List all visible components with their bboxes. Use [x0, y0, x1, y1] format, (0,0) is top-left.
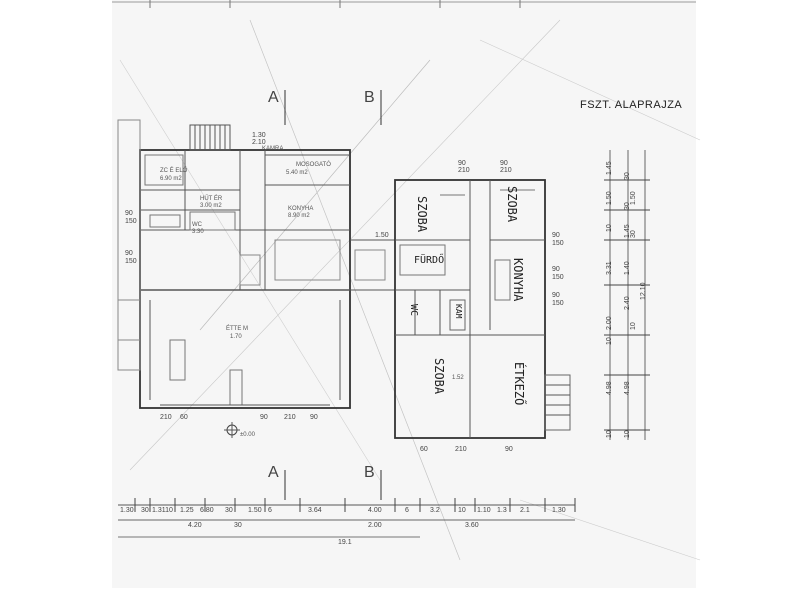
- bottom-dim: 4.20: [188, 522, 202, 529]
- room-label-eloszoba: ZC É ELŐ: [160, 168, 188, 174]
- right-dim: 2.00: [606, 316, 613, 330]
- right-dim: 10: [630, 322, 637, 330]
- interior-dim: 90: [125, 250, 133, 257]
- handwritten-furdo: FÜRDŐ: [414, 255, 445, 266]
- section-marker-b-bottom: B: [364, 464, 375, 481]
- interior-dim: 90: [125, 210, 133, 217]
- room-label-wc-left: WC: [192, 222, 202, 228]
- drawing-sheet: [112, 0, 696, 588]
- handwritten-wc: WC: [408, 304, 419, 317]
- right-dim: 1.40: [624, 261, 631, 275]
- interior-dim: 1.50: [375, 232, 389, 239]
- bottom-dim: 30: [141, 507, 149, 514]
- bottom-dim-total: 19.1: [338, 539, 352, 546]
- bottom-dim: 1.3: [497, 507, 507, 514]
- bottom-dim: 1.50: [248, 507, 262, 514]
- interior-dim: 90: [552, 232, 560, 239]
- right-dim: 2.40: [624, 296, 631, 310]
- room-label-etterem: ÉTTE M: [226, 326, 248, 332]
- room-area-konyha: 8.90 m2: [288, 213, 310, 219]
- interior-dim: 90: [505, 446, 513, 453]
- interior-dim: 150: [552, 300, 564, 307]
- room-label-huto: HŰT ÉR: [200, 196, 223, 202]
- interior-dim: 150: [125, 258, 137, 265]
- bottom-dim: 6.80: [200, 507, 214, 514]
- bottom-dim: 3.2: [430, 507, 440, 514]
- right-dim: 3.31: [606, 261, 613, 275]
- interior-dim: 90: [458, 160, 466, 167]
- interior-dim: 90: [552, 266, 560, 273]
- bottom-dim: 30: [225, 507, 233, 514]
- handwritten-etkezo: ÉTKEZŐ: [512, 362, 526, 406]
- room-label-konyha-printed: KONYHA: [288, 206, 314, 212]
- interior-dim: 1.30: [252, 132, 266, 139]
- handwritten-konyha: KONYHA: [511, 258, 525, 302]
- right-dim: 1.50: [606, 191, 613, 205]
- room-area-hall: 1.52: [452, 375, 464, 381]
- interior-dim: 90: [260, 414, 268, 421]
- right-dim: 1.50: [630, 191, 637, 205]
- interior-dim: 150: [125, 218, 137, 225]
- room-area-eloszoba: 6.90 m2: [160, 176, 182, 182]
- drawing-title: FSZT. ALAPRAJZA: [580, 99, 683, 111]
- handwritten-szoba-3: SZOBA: [432, 358, 446, 395]
- room-area-mosogato: 5.40 m2: [286, 170, 308, 176]
- bottom-dim: 10: [458, 507, 466, 514]
- interior-dim: 60: [420, 446, 428, 453]
- interior-dim: 210: [284, 414, 296, 421]
- room-area-etterem: 1.70: [230, 334, 242, 340]
- interior-dim: 150: [552, 240, 564, 247]
- bottom-dim: 1.10: [477, 507, 491, 514]
- interior-dim: 210: [455, 446, 467, 453]
- interior-dim: 210: [458, 167, 470, 174]
- right-dim: 1.45: [606, 161, 613, 175]
- bottom-dim: 6: [268, 507, 272, 514]
- right-dim: 10: [606, 224, 613, 232]
- bottom-dim: 1.25: [180, 507, 194, 514]
- room-area-wc-left: 3.30: [192, 229, 204, 235]
- bottom-dim: 6: [405, 507, 409, 514]
- bottom-dim: 1.30: [552, 507, 566, 514]
- interior-dim: 60: [180, 414, 188, 421]
- interior-dim: 2.10: [252, 139, 266, 146]
- right-dim: 10: [606, 430, 613, 438]
- handwritten-szoba-2: SZOBA: [505, 186, 519, 223]
- section-marker-a-bottom: A: [268, 464, 279, 481]
- interior-dim: 90: [552, 292, 560, 299]
- bottom-dim: 2.1: [520, 507, 530, 514]
- section-marker-a-top: A: [268, 89, 279, 106]
- right-dim: 4.98: [606, 381, 613, 395]
- room-label-mosogato: MOSOGATÓ: [296, 162, 331, 168]
- level-marker: ±0.00: [240, 432, 255, 438]
- section-marker-b-top: B: [364, 89, 375, 106]
- handwritten-szoba-1: SZOBA: [415, 196, 429, 233]
- handwritten-kamra: KAM: [454, 304, 463, 319]
- bottom-dim: 1.30: [120, 507, 134, 514]
- right-dim: 10: [624, 430, 631, 438]
- interior-dim: 150: [552, 274, 564, 281]
- right-dim: 4.98: [624, 381, 631, 395]
- right-dim: 10: [606, 337, 613, 345]
- bottom-dim: 3.64: [308, 507, 322, 514]
- interior-dim: 90: [310, 414, 318, 421]
- bottom-dim: 2.00: [368, 522, 382, 529]
- bottom-dim: 1.3110: [152, 507, 173, 514]
- bottom-dim: 4.00: [368, 507, 382, 514]
- right-dim-total: 12.10: [640, 282, 647, 300]
- interior-dim: 90: [500, 160, 508, 167]
- room-area-huto: 3.00 m2: [200, 203, 222, 209]
- room-label-kamra: KAMRA: [262, 146, 284, 152]
- interior-dim: 210: [160, 414, 172, 421]
- interior-dim: 210: [500, 167, 512, 174]
- bottom-dim: 30: [234, 522, 242, 529]
- bottom-dim: 3.60: [465, 522, 479, 529]
- right-dim: 30: [630, 230, 637, 238]
- right-dim: 30: [624, 172, 631, 180]
